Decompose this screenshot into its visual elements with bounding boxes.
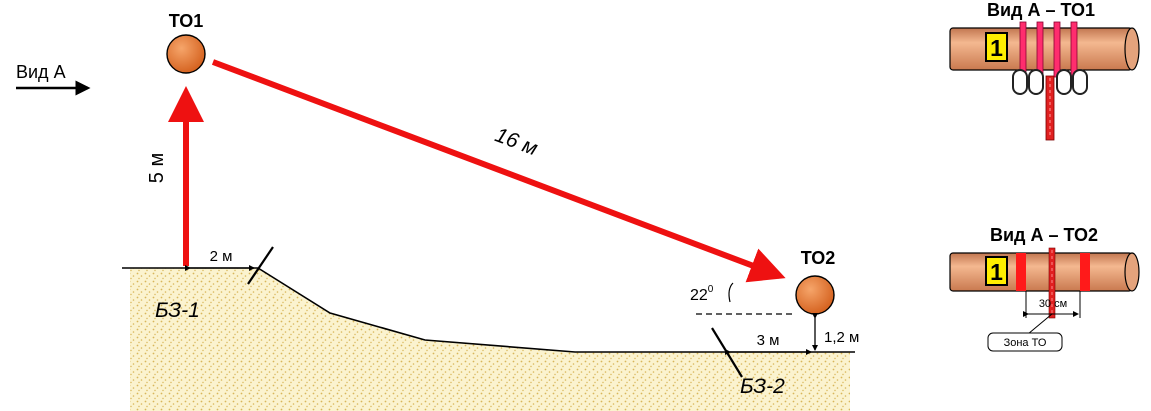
vertical-distance-label: 5 м (146, 153, 168, 183)
to1-node (166, 34, 206, 74)
to2-marker (985, 256, 1008, 286)
view-to1-title: Вид А – ТО1 (987, 0, 1095, 20)
to2-pipe (949, 252, 1133, 292)
to1-marker-label: 1 (990, 35, 1003, 61)
zone-leader-line (1027, 313, 1053, 335)
zone-callout-box (987, 332, 1063, 352)
zone-callout-label: Зона ТО (1004, 337, 1047, 349)
bz1-label: БЗ-1 (155, 299, 200, 322)
diagonal-red-arrow (211, 59, 786, 283)
to2-red-band-right (1080, 253, 1090, 291)
to2-label: ТО2 (801, 248, 836, 268)
view-a-label: Вид А (16, 62, 66, 82)
to2-node (795, 275, 835, 315)
view-to2-title: Вид А – ТО2 (990, 225, 1098, 245)
to2-pipe-end (1124, 252, 1140, 292)
to1-label: ТО1 (169, 11, 204, 31)
to2-measure-label: 30 см (1039, 298, 1067, 310)
dim-3m-label: 3 м (757, 332, 780, 349)
view-to2-panel: Вид А – ТО2 1 30 см Зона ТО (949, 225, 1140, 352)
to2-red-band-left (1016, 253, 1026, 291)
diagonal-distance-label: 16 м (492, 123, 541, 160)
to1-loops (1012, 69, 1088, 95)
dim-1-2m-label: 1,2 м (824, 329, 859, 346)
view-to1-panel: Вид А – ТО1 1 (949, 0, 1140, 141)
dim-2m-label: 2 м (210, 248, 233, 265)
bz2-label: БЗ-2 (740, 375, 785, 398)
to2-marker-label: 1 (990, 259, 1003, 285)
angle-arc (728, 282, 734, 303)
to1-marker (985, 32, 1008, 62)
angle-label: 220 (690, 284, 714, 304)
to1-pipe-end (1124, 27, 1140, 71)
bz1-boundary-mark (247, 246, 274, 285)
bz2-boundary-mark (711, 327, 743, 378)
